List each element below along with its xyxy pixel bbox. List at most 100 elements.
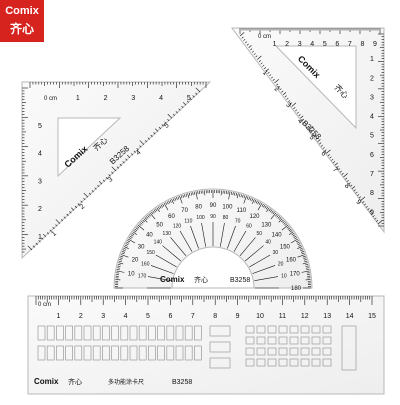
tick-number: 5 — [370, 133, 374, 140]
protractor-outer-number: 40 — [146, 233, 153, 239]
tick-number: 7 — [348, 41, 352, 48]
protractor-inner-number: 160 — [141, 261, 150, 267]
ruler-number: 12 — [301, 313, 309, 320]
straight-ruler-unit: 0 cm — [38, 302, 51, 308]
tick-number: 8 — [370, 190, 374, 197]
protractor-inner-number: 80 — [223, 215, 229, 221]
protractor-outer-number: 50 — [156, 222, 163, 228]
tick-number: 4 — [370, 114, 374, 121]
tick-number: 4 — [135, 149, 143, 157]
protractor-outer-number: 60 — [168, 214, 175, 220]
left-triangle-unit: 0 cm — [44, 96, 57, 102]
tick-number: 5 — [187, 95, 191, 102]
tick-number: 2 — [38, 206, 42, 213]
tick-number: 4 — [310, 41, 314, 48]
protractor-outer-number: 160 — [286, 258, 297, 264]
protractor-inner-number: 90 — [210, 214, 216, 220]
tick-number: 5 — [38, 123, 42, 130]
straight-ruler-model: B3258 — [172, 379, 192, 386]
ruler-number: 2 — [79, 313, 83, 320]
protractor-outer-number: 120 — [249, 214, 260, 220]
tick-number: 5 — [323, 41, 327, 48]
protractor-outer-number: 180 — [291, 286, 302, 292]
ruler-number: 13 — [323, 313, 331, 320]
protractor-outer-number: 10 — [128, 272, 135, 278]
ruler-number: 3 — [101, 313, 105, 320]
protractor-inner-number: 100 — [196, 215, 205, 221]
tick-number: 2 — [370, 75, 374, 82]
ruler-number: 10 — [256, 313, 264, 320]
protractor-inner-number: 70 — [235, 218, 241, 224]
straight-ruler-logo-cn: 齐心 — [68, 377, 82, 386]
protractor-inner-number: 120 — [173, 224, 182, 230]
protractor-inner-number: 30 — [273, 250, 279, 256]
tick-number: 4 — [38, 151, 42, 158]
tick-number: 1 — [38, 234, 42, 241]
protractor-inner-number: 110 — [184, 218, 192, 224]
tick-number: 6 — [335, 41, 339, 48]
tick-number: 2 — [285, 41, 289, 48]
protractor-logo-cn: 齐心 — [194, 275, 208, 284]
tick-number: 7 — [370, 171, 374, 178]
protractor-inner-number: 60 — [246, 224, 252, 230]
protractor-outer-number: 140 — [272, 233, 283, 239]
brand-logo-text: Comix — [0, 5, 44, 17]
tick-number: 8 — [360, 41, 364, 48]
protractor-inner-number: 140 — [154, 240, 163, 246]
ruler-number: 11 — [279, 313, 286, 320]
protractor-inner-number: 50 — [256, 231, 262, 237]
tick-number: 6 — [370, 152, 374, 159]
protractor-outer-number: 90 — [210, 203, 217, 209]
protractor-outer-number: 110 — [237, 208, 247, 214]
tick-number: 1 — [50, 230, 58, 238]
tick-number: 2 — [79, 203, 87, 211]
protractor-outer-number: 20 — [132, 258, 139, 264]
right-triangle-unit: 0 cm — [258, 34, 271, 40]
protractor-outer-number: 150 — [280, 245, 291, 251]
brand-logo-sub: 齐心 — [0, 20, 44, 37]
protractor-outer-number: 70 — [181, 208, 188, 214]
protractor-outer-number: 130 — [261, 222, 272, 228]
tick-number: 3 — [298, 41, 302, 48]
tick-number: 1 — [370, 56, 374, 63]
protractor-inner-number: 20 — [278, 261, 284, 267]
straight-ruler-logo: Comix — [34, 377, 59, 386]
protractor-inner-number: 130 — [163, 231, 172, 237]
protractor-outer-number: 170 — [290, 272, 301, 278]
protractor-inner-number: 10 — [281, 273, 287, 279]
tick-number: 5 — [163, 122, 171, 130]
ruler-number: 8 — [213, 313, 217, 320]
protractor-logo: Comix — [160, 275, 185, 284]
tick-number: 3 — [131, 95, 135, 102]
protractor-model: B3258 — [230, 277, 250, 284]
ruler-number: 5 — [146, 313, 150, 320]
protractor-inner-number: 170 — [138, 273, 147, 279]
straight-ruler-label: 多功能涂卡尺 — [108, 378, 144, 386]
protractor-inner-number: 150 — [146, 250, 155, 256]
tick-number: 9 — [355, 199, 363, 207]
tick-number: 3 — [370, 94, 374, 101]
tick-number: 2 — [104, 95, 108, 102]
protractor-outer-number: 80 — [195, 204, 202, 210]
ruler-number: 14 — [346, 313, 354, 320]
brand-logo-badge: Comix 齐心 — [0, 0, 44, 42]
tick-number: 1 — [273, 41, 277, 48]
tick-number: 9 — [370, 209, 374, 216]
ruler-number: 7 — [191, 313, 195, 320]
ruler-number: 1 — [56, 313, 60, 320]
ruler-number: 15 — [368, 313, 376, 320]
tick-number: 1 — [76, 95, 80, 102]
tick-number: 9 — [373, 41, 377, 48]
ruler-number: 6 — [168, 313, 172, 320]
tick-number: 3 — [107, 176, 115, 184]
protractor-outer-number: 30 — [138, 245, 145, 251]
ruler-number: 9 — [236, 313, 240, 320]
ruler-number: 4 — [124, 313, 128, 320]
protractor-inner-number: 40 — [265, 240, 271, 246]
tick-number: 3 — [38, 178, 42, 185]
tick-number: 4 — [159, 95, 163, 102]
